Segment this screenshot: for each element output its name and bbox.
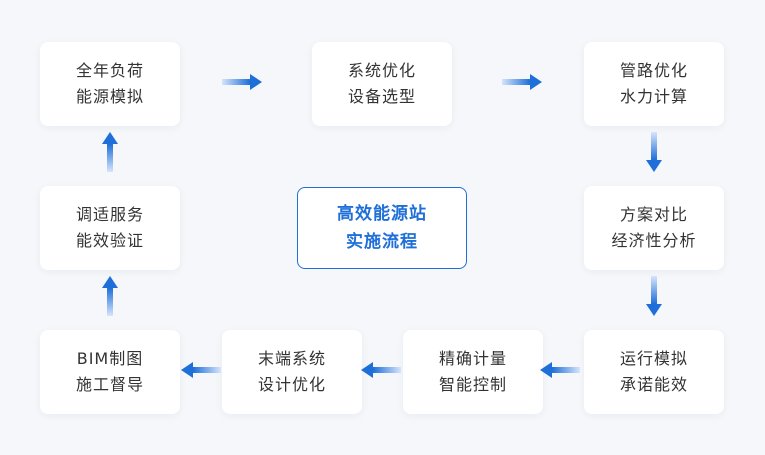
arrow-right-icon [502,74,542,90]
step-card-terminal-optimization: 末端系统 设计优化 [222,330,362,414]
center-title-line-1: 高效能源站 [337,204,427,224]
step-line-2: 施工督导 [75,375,144,394]
step-card-system-optimization: 系统优化 设备选型 [312,42,452,126]
step-line-1: 管路优化 [619,61,688,80]
step-line-2: 设备选型 [347,87,416,106]
arrow-down-icon [646,276,662,316]
arrow-down-icon [646,132,662,172]
step-line-2: 能源模拟 [75,87,144,106]
step-line-1: 调适服务 [75,205,144,224]
step-line-2: 承诺能效 [619,375,688,394]
step-line-1: 全年负荷 [75,61,144,80]
step-card-commissioning: 调适服务 能效验证 [40,186,180,270]
step-card-scheme-comparison: 方案对比 经济性分析 [584,186,724,270]
step-card-pipeline-optimization: 管路优化 水力计算 [584,42,724,126]
step-line-1: 末端系统 [257,349,326,368]
step-line-2: 能效验证 [75,231,144,250]
center-title-box: 高效能源站 实施流程 [297,187,467,269]
step-line-1: 精确计量 [438,349,507,368]
step-line-2: 水力计算 [619,87,688,106]
step-card-precise-metering: 精确计量 智能控制 [403,330,543,414]
arrow-up-icon [102,132,118,172]
step-card-operation-simulation: 运行模拟 承诺能效 [584,330,724,414]
step-line-1: 方案对比 [619,205,688,224]
step-line-1: 运行模拟 [619,349,688,368]
step-line-2: 智能控制 [438,375,507,394]
step-line-1: 系统优化 [347,61,416,80]
step-card-load-simulation: 全年负荷 能源模拟 [40,42,180,126]
center-title-line-2: 实施流程 [346,232,418,252]
arrow-left-icon [361,362,401,378]
step-line-2: 设计优化 [257,375,326,394]
step-line-1: BIM制图 [76,349,144,368]
arrow-up-icon [102,276,118,316]
arrow-left-icon [181,362,221,378]
arrow-right-icon [222,74,262,90]
step-card-bim-drawing: BIM制图 施工督导 [40,330,180,414]
arrow-left-icon [540,362,580,378]
step-line-2: 经济性分析 [611,231,697,250]
